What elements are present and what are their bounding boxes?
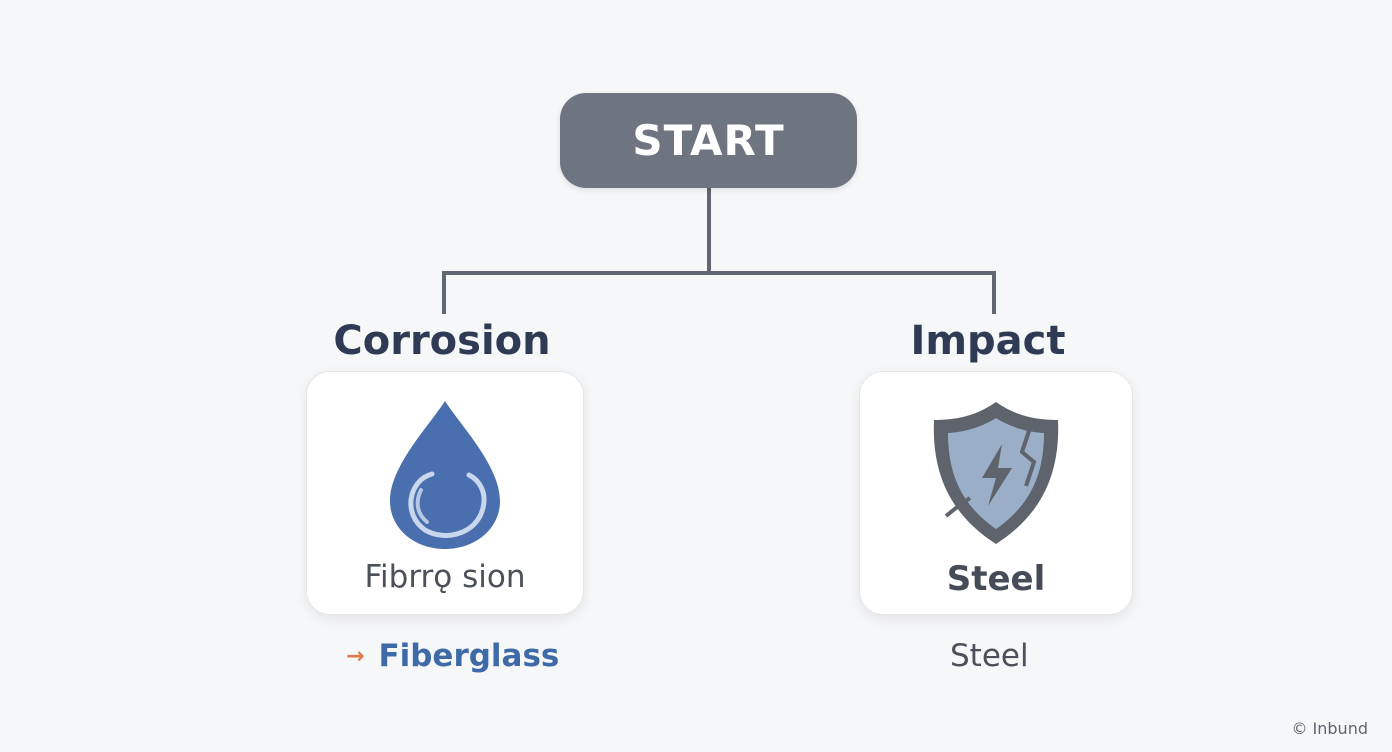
card-corrosion: Fibrrǫ sion — [306, 371, 584, 615]
shield-lightning-icon — [860, 394, 1132, 549]
water-drop-icon — [307, 394, 583, 549]
branch-title-corrosion: Corrosion — [333, 318, 551, 364]
card-label-impact: Steel — [946, 559, 1046, 599]
start-node: START — [560, 93, 857, 188]
result-steel: Steel — [950, 635, 1029, 677]
card-impact: Steel — [859, 371, 1133, 615]
card-label-corrosion: Fibrrǫ sion — [364, 559, 526, 595]
arrow-right-icon: → — [346, 644, 365, 669]
start-label: START — [632, 116, 785, 165]
result-label-steel: Steel — [950, 638, 1029, 674]
result-fiberglass: → Fiberglass — [346, 635, 559, 677]
credit-text: © Inbund — [1291, 719, 1368, 738]
result-label-fiberglass: Fiberglass — [378, 638, 560, 674]
branch-title-impact: Impact — [910, 318, 1066, 364]
